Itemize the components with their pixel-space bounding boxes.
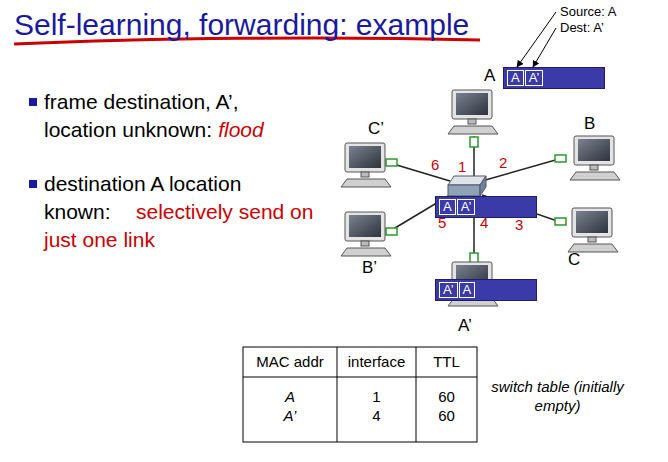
host-computer	[568, 208, 618, 252]
host-name: B’	[362, 258, 377, 277]
table-cell: 1	[337, 388, 416, 407]
host-name: A	[484, 66, 495, 85]
frame-address: A’	[457, 199, 476, 215]
table-cell: A’	[243, 407, 337, 426]
table-note: switch table (initially empty)	[490, 378, 625, 416]
bullet-marker	[29, 98, 37, 106]
host-name: C’	[368, 119, 384, 138]
callout-number: 6	[431, 156, 439, 175]
slide-title: Self-learning, forwarding: example	[14, 6, 469, 44]
frame-address: A	[507, 70, 524, 86]
callout-number: 2	[499, 154, 507, 173]
table-cell: 4	[337, 407, 416, 426]
ethernet-frame: A’A	[435, 279, 537, 301]
callout-number: 5	[438, 214, 446, 233]
bullet-marker	[29, 180, 37, 188]
bullet-emphasis: selectively send on just one link	[44, 198, 322, 254]
host-label: B	[584, 114, 595, 134]
host-label: B’	[362, 258, 377, 278]
frame-address: A’	[525, 70, 544, 86]
interface-port	[386, 137, 566, 263]
table-header: interface	[337, 353, 416, 372]
host-computer	[570, 136, 620, 180]
table-header: MAC addr	[243, 353, 337, 372]
host-name: B	[584, 114, 595, 133]
callout-number: 4	[480, 214, 488, 233]
host-label: C’	[368, 119, 384, 139]
callout-number: 1	[458, 158, 466, 177]
host-name: A’	[458, 316, 472, 335]
link-wires	[390, 136, 566, 264]
table-grid	[243, 347, 477, 442]
host-name: C	[568, 250, 580, 269]
leader-line	[517, 12, 556, 67]
table-cell: A	[243, 388, 337, 407]
host-computer	[341, 212, 391, 256]
frame-address: A	[459, 282, 476, 298]
frame-address: A’	[439, 282, 458, 298]
callout-number: 3	[515, 216, 523, 235]
table-cell: 60	[416, 407, 477, 426]
switch-icon	[448, 176, 486, 196]
callout-text: Dest: A’	[560, 20, 604, 36]
host-label: A’	[458, 316, 472, 336]
host-label: C	[568, 250, 580, 270]
table-cell: 60	[416, 388, 477, 407]
bullet-emphasis: flood	[218, 116, 264, 144]
callout-text: Source: A	[560, 4, 616, 20]
frame-address: A	[439, 199, 456, 215]
host-computer	[448, 90, 498, 134]
host-computer	[341, 143, 391, 187]
table-header: TTL	[416, 353, 477, 372]
host-label: A	[484, 66, 495, 86]
ethernet-frame: AA’	[503, 67, 605, 89]
